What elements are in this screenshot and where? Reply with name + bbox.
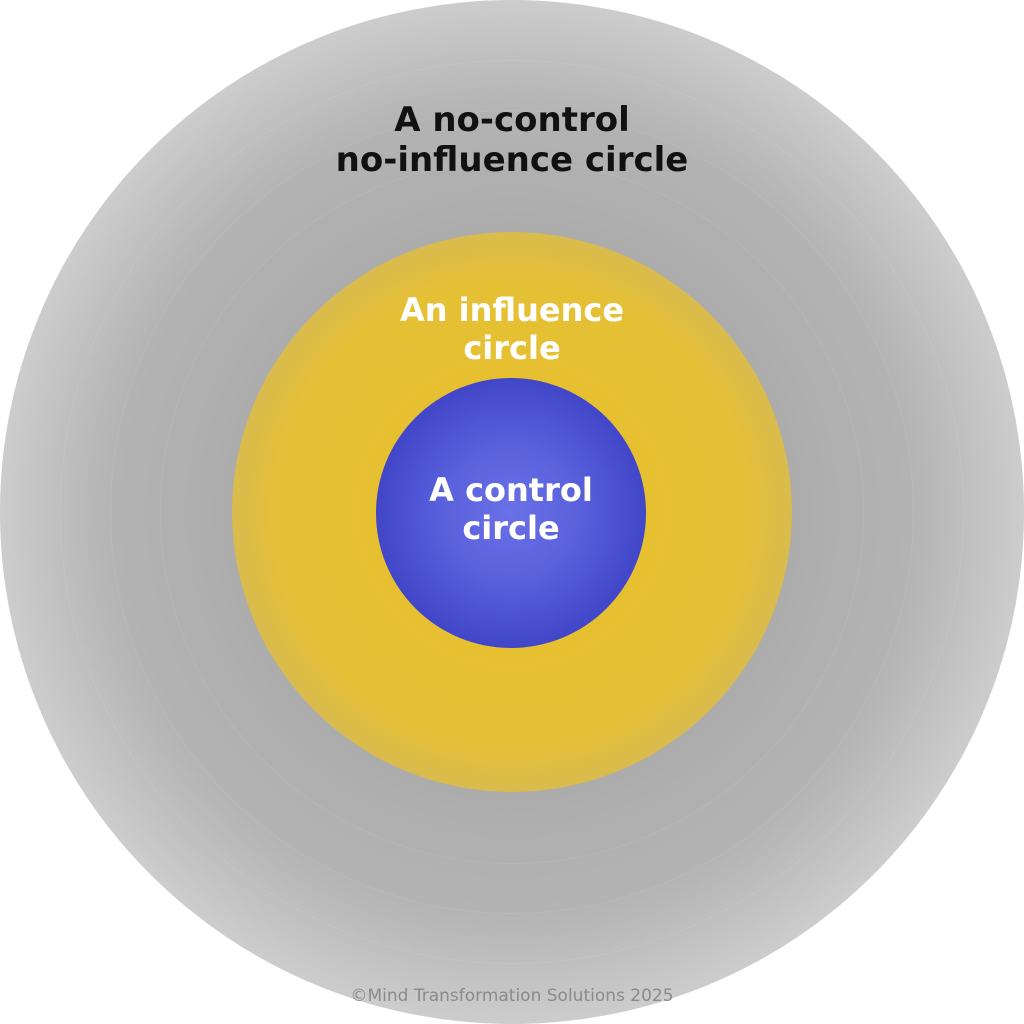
label-line: A no-control	[394, 100, 630, 140]
label-line: no-influence circle	[335, 140, 689, 181]
outer-ring	[160, 160, 864, 864]
copyright-text: ©Mind Transformation Solutions 2025	[350, 986, 674, 1006]
label-line: circle	[462, 508, 560, 547]
label-line: A control	[429, 471, 593, 509]
label-line: An influence	[399, 291, 625, 329]
control-circle-label: A control circle	[376, 471, 646, 548]
influence-circle-label: An influence circle	[312, 291, 712, 368]
outer-ring	[110, 110, 914, 914]
outer-ring	[60, 60, 964, 964]
no-control-circle-label: A no-control no-influence circle	[262, 100, 762, 180]
control-circle	[376, 378, 646, 648]
label-line: circle	[463, 328, 561, 367]
